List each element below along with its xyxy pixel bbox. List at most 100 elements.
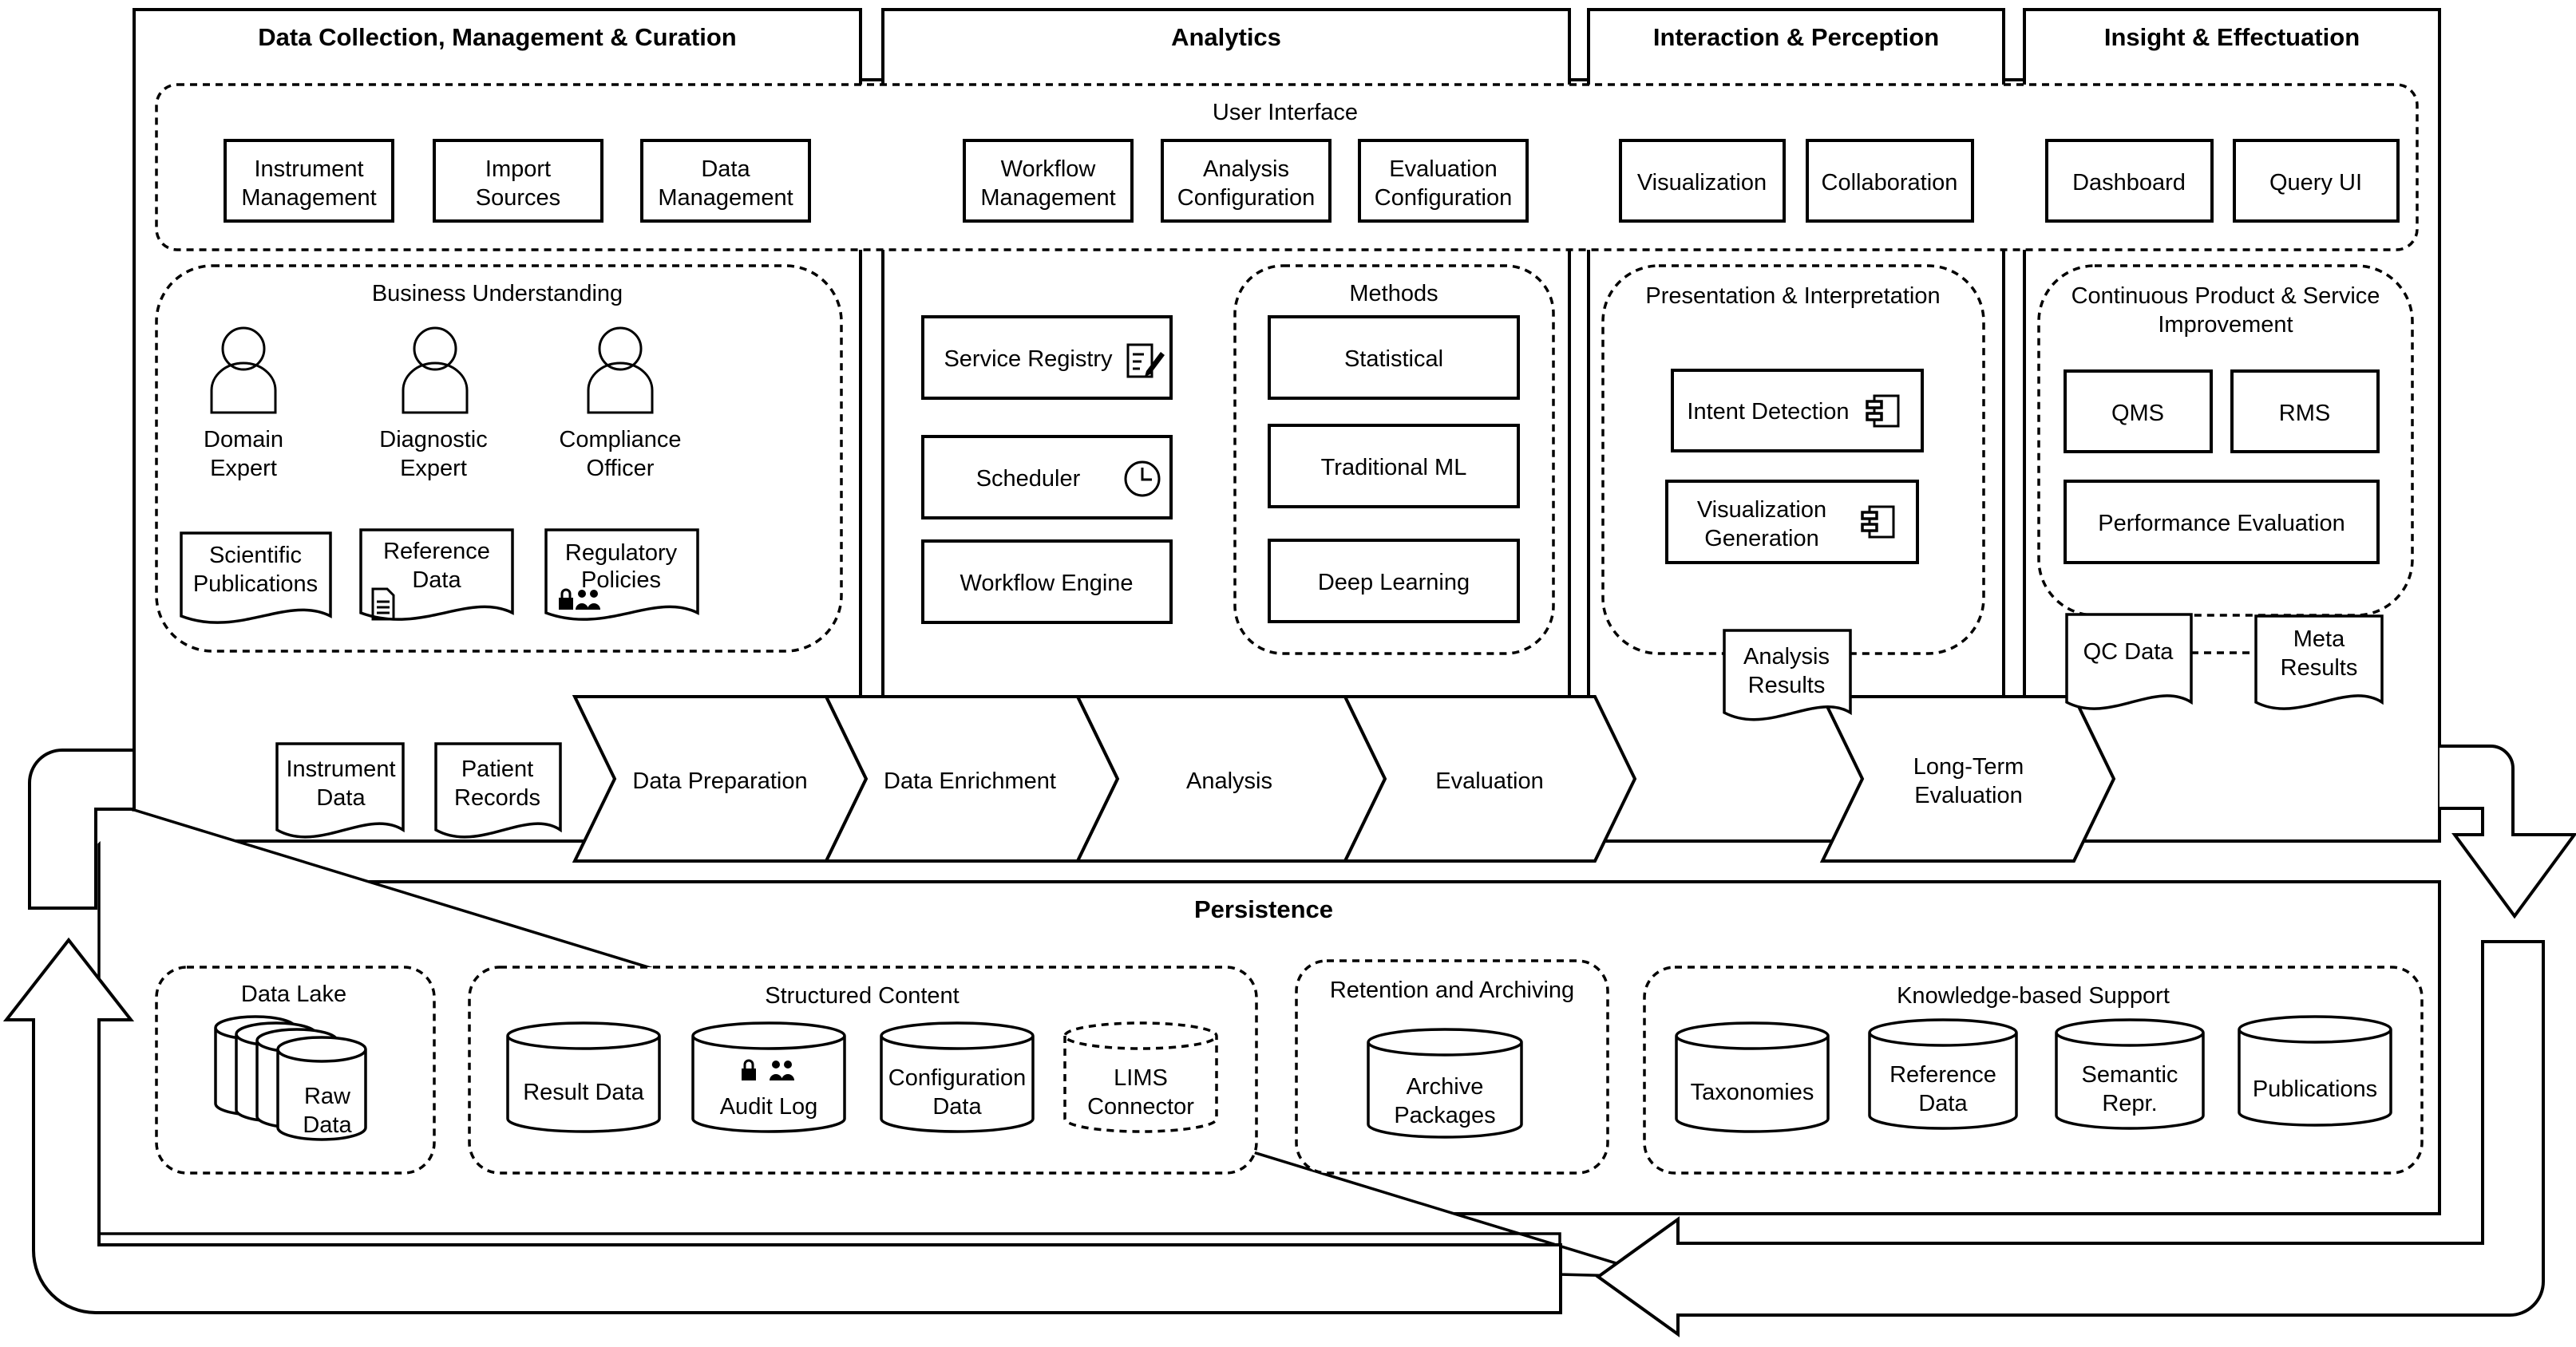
service-registry-box: Service Registry: [921, 315, 1173, 400]
statistical-label: Statistical: [1344, 346, 1443, 372]
qms-label: QMS: [2111, 401, 2164, 426]
analysis-configuration-line1: Analysis: [1203, 156, 1289, 182]
qc-data-doc: QC Data: [2065, 613, 2193, 710]
raw-data-line2: Data: [303, 1112, 352, 1138]
data-management-line2: Management: [658, 185, 793, 211]
structured-content-group: Structured Content Result Data Audit Log…: [468, 966, 1258, 1175]
analysis-label: Analysis: [1186, 768, 1272, 794]
improvement-title-line2: Improvement: [2158, 312, 2293, 338]
structured-content-title: Structured Content: [765, 983, 959, 1009]
rms-label: RMS: [2279, 401, 2330, 426]
domain-expert-line1: Domain: [204, 427, 283, 452]
compliance-officer-line2: Officer: [587, 456, 655, 481]
compliance-officer-icon: [587, 326, 654, 414]
archive-packages-line1: Archive: [1407, 1074, 1484, 1100]
data-management-line1: Data: [701, 156, 750, 182]
bottom-left-arrow: [1595, 940, 2545, 1337]
bottom-return-arrow: [2, 937, 1562, 1314]
qms-box: QMS: [2064, 369, 2213, 453]
performance-evaluation-label: Performance Evaluation: [2098, 511, 2345, 536]
traditional-ml-label: Traditional ML: [1321, 455, 1467, 480]
collaboration-box: Collaboration: [1806, 139, 1974, 223]
presentation-group: Presentation & Interpretation Intent Det…: [1601, 264, 1985, 655]
methods-group: Methods Statistical Traditional ML Deep …: [1233, 264, 1555, 655]
instrument-data-line1: Instrument: [287, 756, 396, 782]
instrument-data-line2: Data: [316, 785, 366, 811]
performance-evaluation-box: Performance Evaluation: [2064, 480, 2380, 564]
scientific-publications-line1: Scientific: [209, 543, 302, 568]
data-enrichment-chevron: Data Enrichment: [823, 695, 1120, 863]
clock-icon: [1124, 460, 1161, 497]
evaluation-label: Evaluation: [1435, 768, 1543, 794]
user-interface-title: User Interface: [1213, 100, 1358, 125]
methods-title: Methods: [1349, 281, 1438, 306]
import-sources-line2: Sources: [476, 185, 560, 211]
document-icon: [371, 587, 395, 621]
lock-icon: [559, 588, 573, 610]
raw-data-line1: Raw: [304, 1084, 351, 1109]
result-data-db: Result Data: [506, 1021, 661, 1133]
publications-label: Publications: [2253, 1076, 2377, 1102]
analysis-configuration-line2: Configuration: [1177, 185, 1316, 211]
evaluation-chevron: Evaluation: [1342, 695, 1637, 863]
taxonomies-label: Taxonomies: [1691, 1080, 1814, 1105]
evaluation-configuration-line1: Evaluation: [1389, 156, 1497, 182]
reference-data-db-line1: Reference: [1889, 1062, 1996, 1088]
component-icon: [1861, 505, 1895, 539]
import-sources-line1: Import: [485, 156, 551, 182]
intent-detection-label: Intent Detection: [1687, 399, 1849, 425]
workflow-management-line2: Management: [980, 185, 1115, 211]
semantic-repr-line2: Repr.: [2102, 1091, 2157, 1116]
deep-learning-box: Deep Learning: [1268, 539, 1520, 623]
audit-log-label: Audit Log: [720, 1094, 818, 1120]
audit-log-db: Audit Log: [691, 1021, 846, 1133]
taxonomies-db: Taxonomies: [1675, 1021, 1830, 1133]
lock-icon: [742, 1059, 756, 1080]
domain-expert-line2: Expert: [210, 456, 277, 481]
analysis-results-line2: Results: [1748, 673, 1826, 698]
visualization-generation-line1: Visualization: [1697, 497, 1826, 523]
scheduler-box: Scheduler: [921, 435, 1173, 519]
patient-records-line2: Records: [454, 785, 540, 811]
evaluation-configuration-line2: Configuration: [1375, 185, 1513, 211]
dashboard-box: Dashboard: [2045, 139, 2214, 223]
instrument-management-line2: Management: [241, 185, 376, 211]
intent-detection-box: Intent Detection: [1671, 369, 1924, 452]
top-left-arrow: [28, 749, 136, 910]
regulatory-policies-line1: Regulatory: [565, 540, 678, 566]
reference-data-line1: Reference: [383, 539, 490, 564]
reference-data-db-line2: Data: [1918, 1091, 1968, 1116]
